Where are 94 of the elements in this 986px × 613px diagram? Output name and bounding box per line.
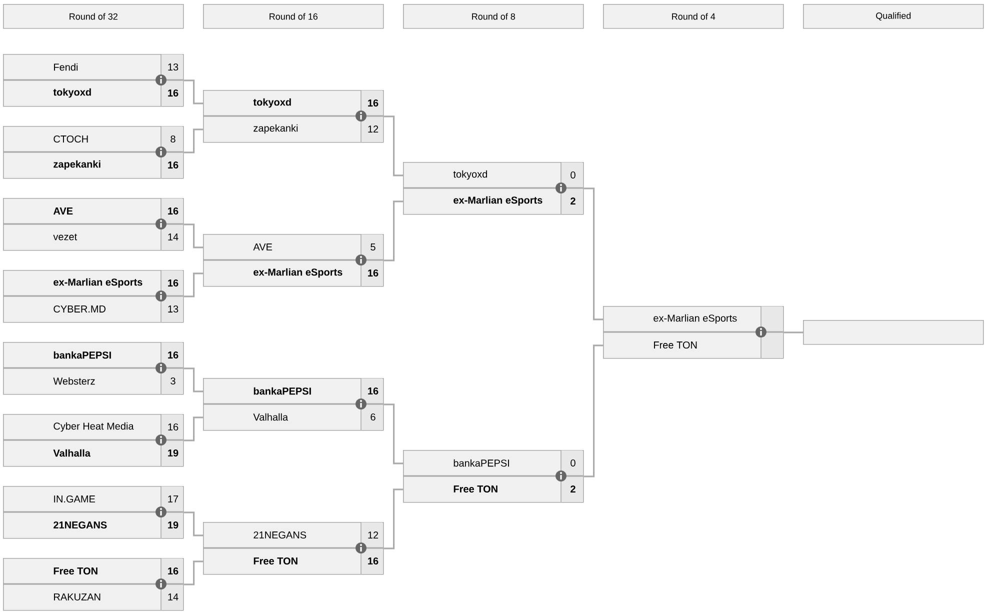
score: 16 bbox=[368, 387, 378, 395]
bracket-line bbox=[584, 344, 603, 478]
match-box bbox=[203, 90, 384, 143]
match-box bbox=[403, 450, 584, 503]
qualified-slot bbox=[803, 320, 984, 345]
score: 12 bbox=[368, 126, 378, 132]
score: 16 bbox=[168, 161, 178, 169]
team-name: CTOCH bbox=[54, 135, 88, 143]
team-name: Free TON bbox=[454, 485, 498, 493]
score: 16 bbox=[168, 351, 178, 359]
score: 12 bbox=[368, 532, 378, 538]
score: 16 bbox=[168, 89, 178, 97]
bracket-line bbox=[784, 332, 803, 334]
team-name: Free TON bbox=[654, 341, 697, 349]
score: 14 bbox=[168, 594, 178, 600]
team-name: Fendi bbox=[54, 63, 78, 71]
score: 2 bbox=[570, 198, 576, 204]
score: 19 bbox=[168, 449, 178, 457]
bracket-line bbox=[384, 200, 403, 262]
match-box bbox=[203, 234, 384, 287]
match-box bbox=[3, 270, 184, 323]
score: 16 bbox=[168, 207, 178, 215]
score: 5 bbox=[370, 244, 376, 250]
score: 16 bbox=[168, 567, 178, 575]
team-name: Free TON bbox=[54, 567, 98, 575]
bracket-line bbox=[184, 560, 203, 586]
team-name: 21NEGANS bbox=[54, 521, 107, 529]
bracket-line bbox=[184, 224, 203, 248]
match-box bbox=[3, 342, 184, 395]
team-name: CYBER.MD bbox=[54, 305, 106, 313]
team-name: AVE bbox=[53, 208, 73, 214]
round-header: Round of 16 bbox=[203, 4, 384, 29]
team-name: AVE bbox=[253, 244, 272, 250]
round-header: Round of 4 bbox=[603, 4, 784, 29]
team-name: ex-Marlian eSports bbox=[454, 196, 542, 206]
bracket-line bbox=[184, 416, 203, 442]
match-box bbox=[3, 486, 184, 539]
team-name: Valhalla bbox=[253, 413, 288, 421]
score: 16 bbox=[368, 269, 378, 277]
score: 6 bbox=[370, 413, 376, 421]
bracket-line bbox=[384, 116, 403, 176]
team-name: bankaPEPSI bbox=[54, 351, 111, 359]
team-name: Free TON bbox=[254, 557, 298, 565]
bracket-line bbox=[584, 188, 603, 320]
score: 2 bbox=[570, 486, 576, 492]
team-name: Valhalla bbox=[53, 449, 91, 457]
team-name: RAKUZAN bbox=[54, 594, 100, 600]
team-name: ex-Marlian eSports bbox=[654, 314, 737, 324]
match-box bbox=[3, 198, 184, 251]
bracket-line bbox=[384, 404, 403, 464]
team-name: vezet bbox=[53, 234, 78, 240]
match-box bbox=[403, 162, 584, 215]
bracket-line bbox=[384, 488, 403, 550]
score: 13 bbox=[168, 63, 178, 71]
round-header: Round of 32 bbox=[3, 4, 184, 29]
team-name: 21NEGANS bbox=[254, 531, 306, 539]
team-name: tokyoxd bbox=[53, 88, 91, 98]
match-box bbox=[3, 54, 184, 107]
score: 3 bbox=[170, 377, 176, 385]
score: 13 bbox=[168, 305, 178, 313]
team-name: zapekanki bbox=[54, 160, 100, 170]
team-name: IN.GAME bbox=[54, 495, 95, 503]
score: 16 bbox=[168, 423, 178, 431]
score: 19 bbox=[168, 521, 178, 529]
match-box bbox=[3, 126, 184, 179]
match-box bbox=[203, 522, 384, 575]
score: 14 bbox=[168, 234, 178, 240]
match-box bbox=[603, 306, 784, 359]
match-box bbox=[3, 414, 184, 467]
bracket-line bbox=[184, 272, 203, 298]
team-name: ex-Marlian eSports bbox=[254, 268, 342, 278]
score: 17 bbox=[168, 496, 178, 502]
team-name: bankaPEPSI bbox=[254, 387, 311, 395]
team-name: tokyoxd bbox=[453, 170, 488, 180]
team-name: zapekanki bbox=[254, 124, 298, 134]
bracket-line bbox=[184, 512, 203, 536]
match-box bbox=[3, 558, 184, 611]
team-name: Websterz bbox=[53, 377, 95, 385]
team-name: tokyoxd bbox=[253, 98, 291, 108]
score: 16 bbox=[368, 557, 378, 565]
score: 8 bbox=[170, 135, 176, 143]
team-name: Cyber Heat Media bbox=[54, 422, 134, 432]
score: 0 bbox=[570, 171, 576, 179]
team-name: ex-Marlian eSports bbox=[54, 278, 142, 288]
match-box bbox=[203, 378, 384, 431]
bracket-line bbox=[184, 368, 203, 392]
round-header: Qualified bbox=[803, 4, 984, 29]
score: 16 bbox=[368, 99, 378, 107]
bracket-line bbox=[184, 80, 203, 104]
bracket-line bbox=[184, 128, 203, 154]
round-header: Round of 8 bbox=[403, 4, 584, 29]
score: 16 bbox=[168, 279, 178, 287]
team-name: bankaPEPSI bbox=[454, 459, 509, 467]
score: 0 bbox=[570, 459, 576, 467]
